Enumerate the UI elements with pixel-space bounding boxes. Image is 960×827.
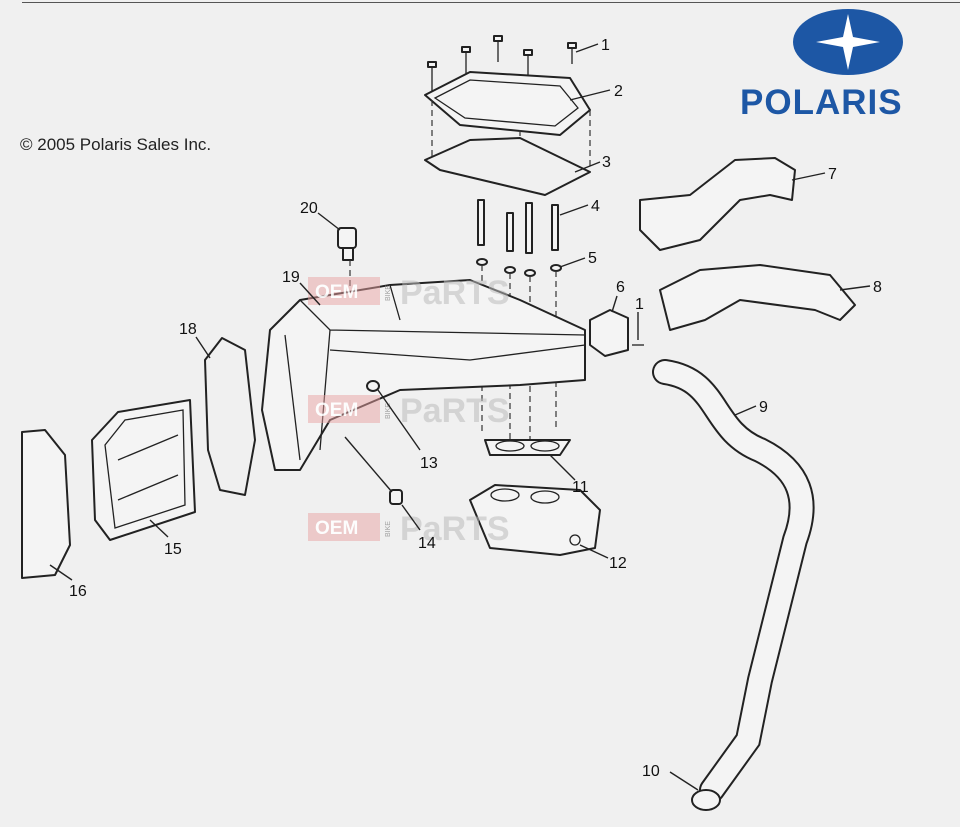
- hose-fitting: [691, 789, 721, 811]
- svg-text:PaRTS: PaRTS: [400, 510, 510, 548]
- top-border-line: [22, 2, 960, 3]
- callout-15: 15: [164, 541, 182, 558]
- callout-5: 5: [588, 250, 597, 267]
- callout-19: 19: [282, 269, 300, 286]
- air-filter: [91, 399, 196, 541]
- svg-text:BIKE: BIKE: [385, 521, 392, 537]
- svg-text:PaRTS: PaRTS: [400, 392, 510, 430]
- callout-13: 13: [420, 455, 438, 472]
- callout-1b: 1: [635, 296, 644, 313]
- callout-8: 8: [873, 279, 882, 296]
- callout-1: 1: [601, 37, 610, 54]
- watermark: OEM BIKE PaRTS OEM BIKE PaRTS OEM BIKE P…: [308, 274, 510, 548]
- map-sensor: [589, 309, 644, 357]
- airbox-end-cover: [21, 429, 71, 579]
- polaris-logo: POLARIS: [740, 9, 903, 122]
- filter-gasket: [204, 337, 256, 496]
- svg-text:BIKE: BIKE: [385, 285, 392, 301]
- callout-4: 4: [591, 198, 600, 215]
- intake-duct-lower: [659, 264, 856, 331]
- callout-11: 11: [572, 479, 589, 496]
- callout-2: 2: [614, 83, 623, 100]
- callout-12: 12: [609, 555, 627, 572]
- bolts-top: [427, 35, 577, 93]
- callout-10: 10: [642, 763, 660, 780]
- copyright-text: © 2005 Polaris Sales Inc.: [20, 135, 212, 154]
- north-star-icon: [816, 14, 880, 70]
- airbox-cover: [424, 71, 591, 136]
- intake-duct-upper: [639, 157, 796, 251]
- callout-9: 9: [759, 399, 768, 416]
- callout-labels: 1 2 3 4 5 6 1 7 8 9 10 11 12 13 14 15 16…: [69, 37, 882, 780]
- callout-6: 6: [616, 279, 625, 296]
- svg-text:OEM: OEM: [315, 400, 358, 421]
- throttle-gasket: [484, 439, 571, 456]
- callout-20: 20: [300, 200, 318, 217]
- throttle-body: [469, 484, 601, 556]
- airbox-housing: [261, 279, 586, 471]
- callout-3: 3: [602, 154, 611, 171]
- cover-gasket: [424, 137, 591, 196]
- logo-text: POLARIS: [740, 83, 903, 122]
- callout-16: 16: [69, 583, 87, 600]
- drain-plug: [389, 489, 403, 505]
- svg-text:BIKE: BIKE: [385, 403, 392, 419]
- callout-7: 7: [828, 166, 837, 183]
- svg-text:OEM: OEM: [315, 518, 358, 539]
- svg-text:OEM: OEM: [315, 282, 358, 303]
- callout-14: 14: [418, 535, 436, 552]
- sensor-part: [337, 227, 357, 290]
- svg-text:PaRTS: PaRTS: [400, 274, 510, 312]
- leader-lines: [49, 43, 871, 791]
- callout-18: 18: [179, 321, 197, 338]
